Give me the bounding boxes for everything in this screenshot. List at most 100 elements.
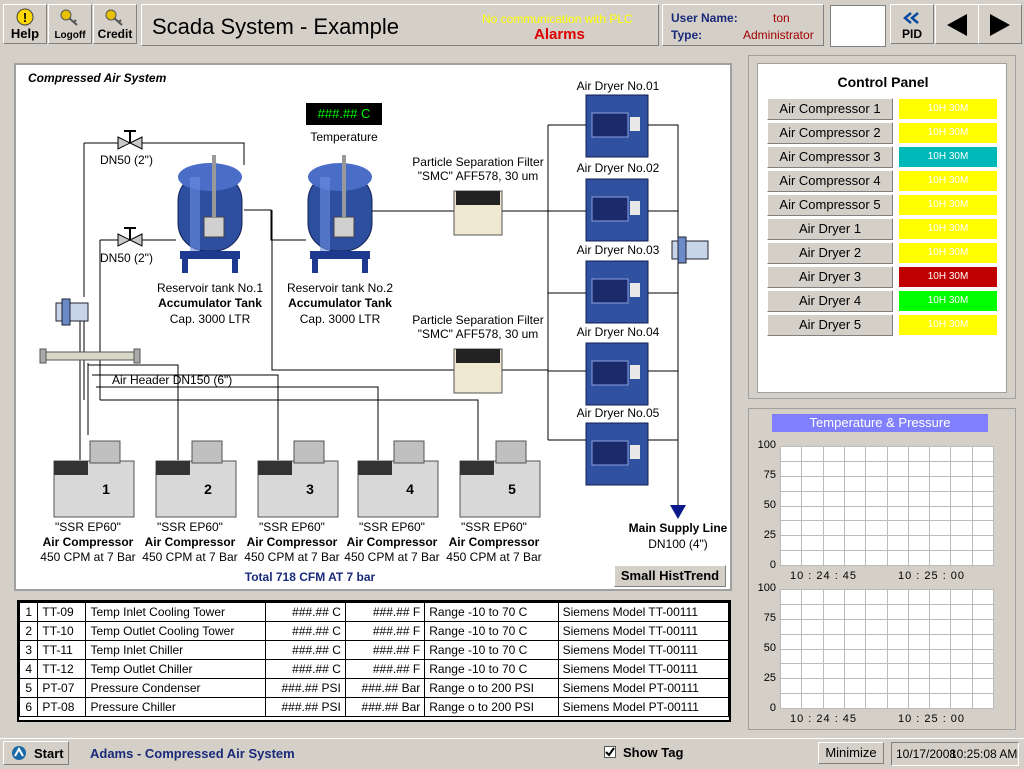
tag-id: PT-08 xyxy=(38,698,86,717)
filter-1-caption-1: Particle Separation Filter xyxy=(408,155,548,169)
accumulator-tank-2[interactable] xyxy=(308,155,372,273)
value-primary: ###.## C xyxy=(265,603,345,622)
tag-range: Range -10 to 70 C xyxy=(425,622,558,641)
value-secondary: ###.## F xyxy=(345,603,424,622)
tag-row[interactable]: 6PT-08Pressure Chiller###.## PSI###.## B… xyxy=(20,698,729,717)
grid-line-horizontal xyxy=(780,708,994,709)
main-supply-label-2: DN100 (4") xyxy=(620,537,736,551)
control-panel-item-button[interactable]: Air Dryer 2 xyxy=(767,242,893,264)
show-tag-checkbox[interactable] xyxy=(604,746,616,758)
control-panel-item-button[interactable]: Air Dryer 3 xyxy=(767,266,893,288)
particle-filter-2[interactable] xyxy=(454,349,502,393)
credit-label: Credit xyxy=(94,27,136,41)
control-panel-row: Air Dryer 310H 30M xyxy=(767,266,1007,288)
y-tick-label: 75 xyxy=(748,612,776,624)
prev-button[interactable] xyxy=(935,4,979,44)
tank-1-caption-3: Cap. 3000 LTR xyxy=(154,312,266,326)
next-button[interactable] xyxy=(978,4,1022,44)
compressor-5-model: "SSR EP60" xyxy=(444,520,544,534)
main-supply-arrow xyxy=(670,505,686,519)
time-display: 10:25:08 AM xyxy=(950,747,1017,761)
tag-row[interactable]: 5PT-07Pressure Condenser###.## PSI###.##… xyxy=(20,679,729,698)
air-compressor-4[interactable] xyxy=(358,441,438,517)
air-compressor-5[interactable] xyxy=(460,441,540,517)
show-tag-label[interactable]: Show Tag xyxy=(623,745,683,760)
control-panel-item-button[interactable]: Air Compressor 4 xyxy=(767,170,893,192)
minimize-button[interactable]: Minimize xyxy=(818,742,884,764)
valve-1-icon[interactable] xyxy=(118,131,142,149)
control-panel-item-button[interactable]: Air Compressor 3 xyxy=(767,146,893,168)
grid-line-horizontal xyxy=(780,678,994,679)
value-primary: ###.## PSI xyxy=(265,698,345,717)
key-icon xyxy=(59,8,81,26)
air-compressor-2[interactable] xyxy=(156,441,236,517)
help-button[interactable]: ! Help xyxy=(3,4,47,44)
flowmeter-right-icon xyxy=(672,237,708,263)
trend-chart-pressure[interactable] xyxy=(780,589,994,709)
runtime-indicator: 10H 30M xyxy=(899,243,997,263)
tag-id: TT-11 xyxy=(38,641,86,660)
tag-row[interactable]: 2TT-10Temp Outlet Cooling Tower###.## C#… xyxy=(20,622,729,641)
logoff-button[interactable]: Logoff xyxy=(48,4,92,44)
grid-line-horizontal xyxy=(780,520,994,521)
grid-line-horizontal xyxy=(780,589,994,590)
pid-button[interactable]: PID xyxy=(890,4,934,44)
control-panel-item-button[interactable]: Air Compressor 5 xyxy=(767,194,893,216)
tag-device: Siemens Model TT-00111 xyxy=(558,622,728,641)
air-dryer-5[interactable] xyxy=(586,423,648,485)
trend-chart-temperature[interactable] xyxy=(780,446,994,566)
tank-2-caption-3: Cap. 3000 LTR xyxy=(284,312,396,326)
comm-status: No communication with PLC xyxy=(482,12,633,26)
air-dryer-2[interactable] xyxy=(586,179,648,241)
compressor-4-type: Air Compressor xyxy=(342,535,442,549)
control-panel-row: Air Dryer 510H 30M xyxy=(767,314,1007,336)
air-header-pipe xyxy=(40,349,140,363)
tag-range: Range -10 to 70 C xyxy=(425,660,558,679)
start-button[interactable]: Start xyxy=(3,741,69,765)
tag-row[interactable]: 1TT-09Temp Inlet Cooling Tower###.## C##… xyxy=(20,603,729,622)
value-secondary: ###.## F xyxy=(345,641,424,660)
control-panel-item-button[interactable]: Air Compressor 1 xyxy=(767,98,893,120)
tank-1-caption-1: Reservoir tank No.1 xyxy=(154,281,266,295)
y-tick-label: 25 xyxy=(748,529,776,541)
air-dryer-3[interactable] xyxy=(586,261,648,323)
dryer-label-2: Air Dryer No.02 xyxy=(576,161,660,175)
total-capacity-label: Total 718 CFM AT 7 bar xyxy=(210,570,410,584)
particle-filter-1[interactable] xyxy=(454,191,502,235)
accumulator-tank-1[interactable] xyxy=(178,155,242,273)
svg-text:!: ! xyxy=(23,10,27,25)
help-icon: ! xyxy=(14,8,36,26)
control-panel-item-button[interactable]: Air Compressor 2 xyxy=(767,122,893,144)
diagram-title: Compressed Air System xyxy=(28,71,166,85)
tag-description: Temp Inlet Chiller xyxy=(86,641,265,660)
x-tick-label: 10 : 24 : 45 xyxy=(790,713,857,725)
arrow-right-icon xyxy=(985,10,1015,40)
row-index: 2 xyxy=(20,622,38,641)
value-secondary: ###.## Bar xyxy=(345,698,424,717)
small-histtrend-button[interactable]: Small HistTrend xyxy=(614,565,726,587)
row-index: 4 xyxy=(20,660,38,679)
runtime-indicator: 10H 30M xyxy=(899,291,997,311)
air-compressor-1[interactable] xyxy=(54,441,134,517)
runtime-indicator: 10H 30M xyxy=(899,171,997,191)
air-dryer-1[interactable] xyxy=(586,95,648,157)
x-tick-label: 10 : 24 : 45 xyxy=(790,570,857,582)
control-panel-item-button[interactable]: Air Dryer 5 xyxy=(767,314,893,336)
tag-device: Siemens Model TT-00111 xyxy=(558,660,728,679)
runtime-indicator: 10H 30M xyxy=(899,147,997,167)
grid-line-horizontal xyxy=(780,604,994,605)
double-chevron-left-icon xyxy=(901,11,923,25)
valve-2-icon[interactable] xyxy=(118,228,142,246)
alarms-button[interactable]: Alarms xyxy=(534,26,585,43)
air-dryer-4[interactable] xyxy=(586,343,648,405)
air-compressor-3[interactable] xyxy=(258,441,338,517)
tag-id: PT-07 xyxy=(38,679,86,698)
value-primary: ###.## C xyxy=(265,622,345,641)
control-panel-item-button[interactable]: Air Dryer 4 xyxy=(767,290,893,312)
tag-row[interactable]: 3TT-11Temp Inlet Chiller###.## C###.## F… xyxy=(20,641,729,660)
grid-line-horizontal xyxy=(780,535,994,536)
tag-row[interactable]: 4TT-12Temp Outlet Chiller###.## C###.## … xyxy=(20,660,729,679)
credit-button[interactable]: Credit xyxy=(93,4,137,44)
arrow-left-icon xyxy=(942,10,972,40)
control-panel-item-button[interactable]: Air Dryer 1 xyxy=(767,218,893,240)
